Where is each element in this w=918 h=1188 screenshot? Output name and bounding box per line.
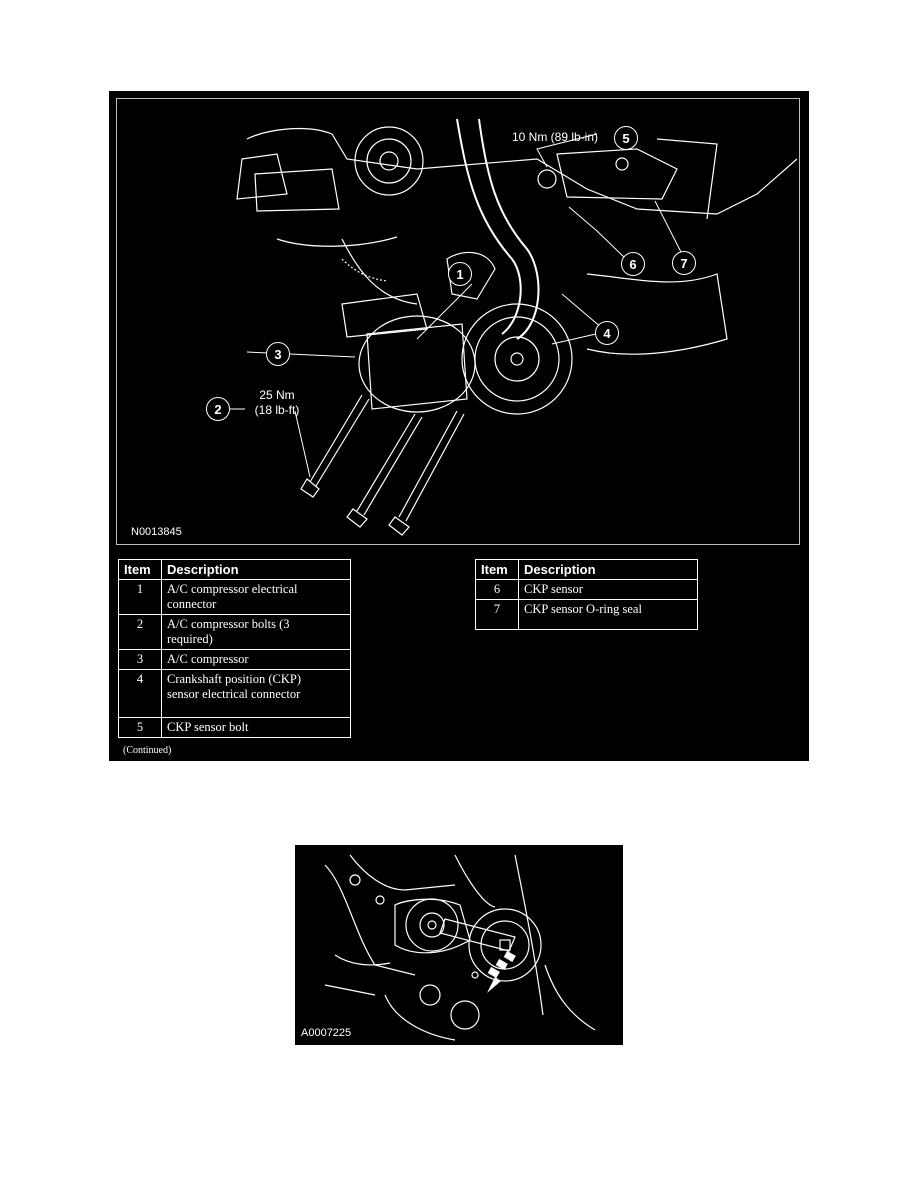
figure-code: N0013845 <box>131 526 182 538</box>
row-item: 5 <box>118 717 162 738</box>
illustration-frame: 1 2 3 4 5 6 7 10 Nm (89 lb-in) 25 Nm (18… <box>116 98 800 545</box>
row-item: 6 <box>475 579 519 600</box>
belt-tensioner-illustration <box>324 854 596 1041</box>
callout-5: 5 <box>614 126 638 150</box>
engine-illustration <box>230 118 798 536</box>
row-item: 2 <box>118 614 162 650</box>
row-item: 4 <box>118 669 162 718</box>
callout-1: 1 <box>448 262 472 286</box>
table-row: 5 CKP sensor bolt <box>118 717 351 738</box>
row-description: CKP sensor <box>518 579 698 600</box>
callout-4: 4 <box>595 321 619 345</box>
table-header-row: Item Description <box>475 559 698 580</box>
row-description: Crankshaft position (CKP)sensor electric… <box>161 669 351 718</box>
callout-7: 7 <box>672 251 696 275</box>
table-header-row: Item Description <box>118 559 351 580</box>
row-item: 7 <box>475 599 519 630</box>
torque-label-top: 10 Nm (89 lb-in) <box>511 130 599 144</box>
callout-3: 3 <box>266 342 290 366</box>
row-item: 1 <box>118 579 162 615</box>
row-description: CKP sensor bolt <box>161 717 351 738</box>
items-table-left: Item Description 1 A/C compressor electr… <box>118 559 351 738</box>
table-row: 4 Crankshaft position (CKP)sensor electr… <box>118 669 351 718</box>
table-row: 3 A/C compressor <box>118 649 351 670</box>
row-description: A/C compressor <box>161 649 351 670</box>
continued-note: (Continued) <box>123 745 172 756</box>
table-row: 7 CKP sensor O-ring seal <box>475 599 698 630</box>
figure-panel-2: A0007225 <box>295 845 623 1045</box>
header-item: Item <box>118 559 162 580</box>
header-description: Description <box>518 559 698 580</box>
header-item: Item <box>475 559 519 580</box>
callout-6: 6 <box>621 252 645 276</box>
figure-panel: 1 2 3 4 5 6 7 10 Nm (89 lb-in) 25 Nm (18… <box>109 91 809 761</box>
figure-2-code: A0007225 <box>301 1027 352 1039</box>
items-table-right: Item Description 6 CKP sensor 7 CKP sens… <box>475 559 698 630</box>
table-row: 6 CKP sensor <box>475 579 698 600</box>
row-item: 3 <box>118 649 162 670</box>
torque-label-left-line1: 25 Nm <box>259 388 295 402</box>
torque-label-left-line2: (18 lb-ft) <box>254 403 300 417</box>
header-description: Description <box>161 559 351 580</box>
row-description: CKP sensor O-ring seal <box>518 599 698 630</box>
callout-2: 2 <box>206 397 230 421</box>
